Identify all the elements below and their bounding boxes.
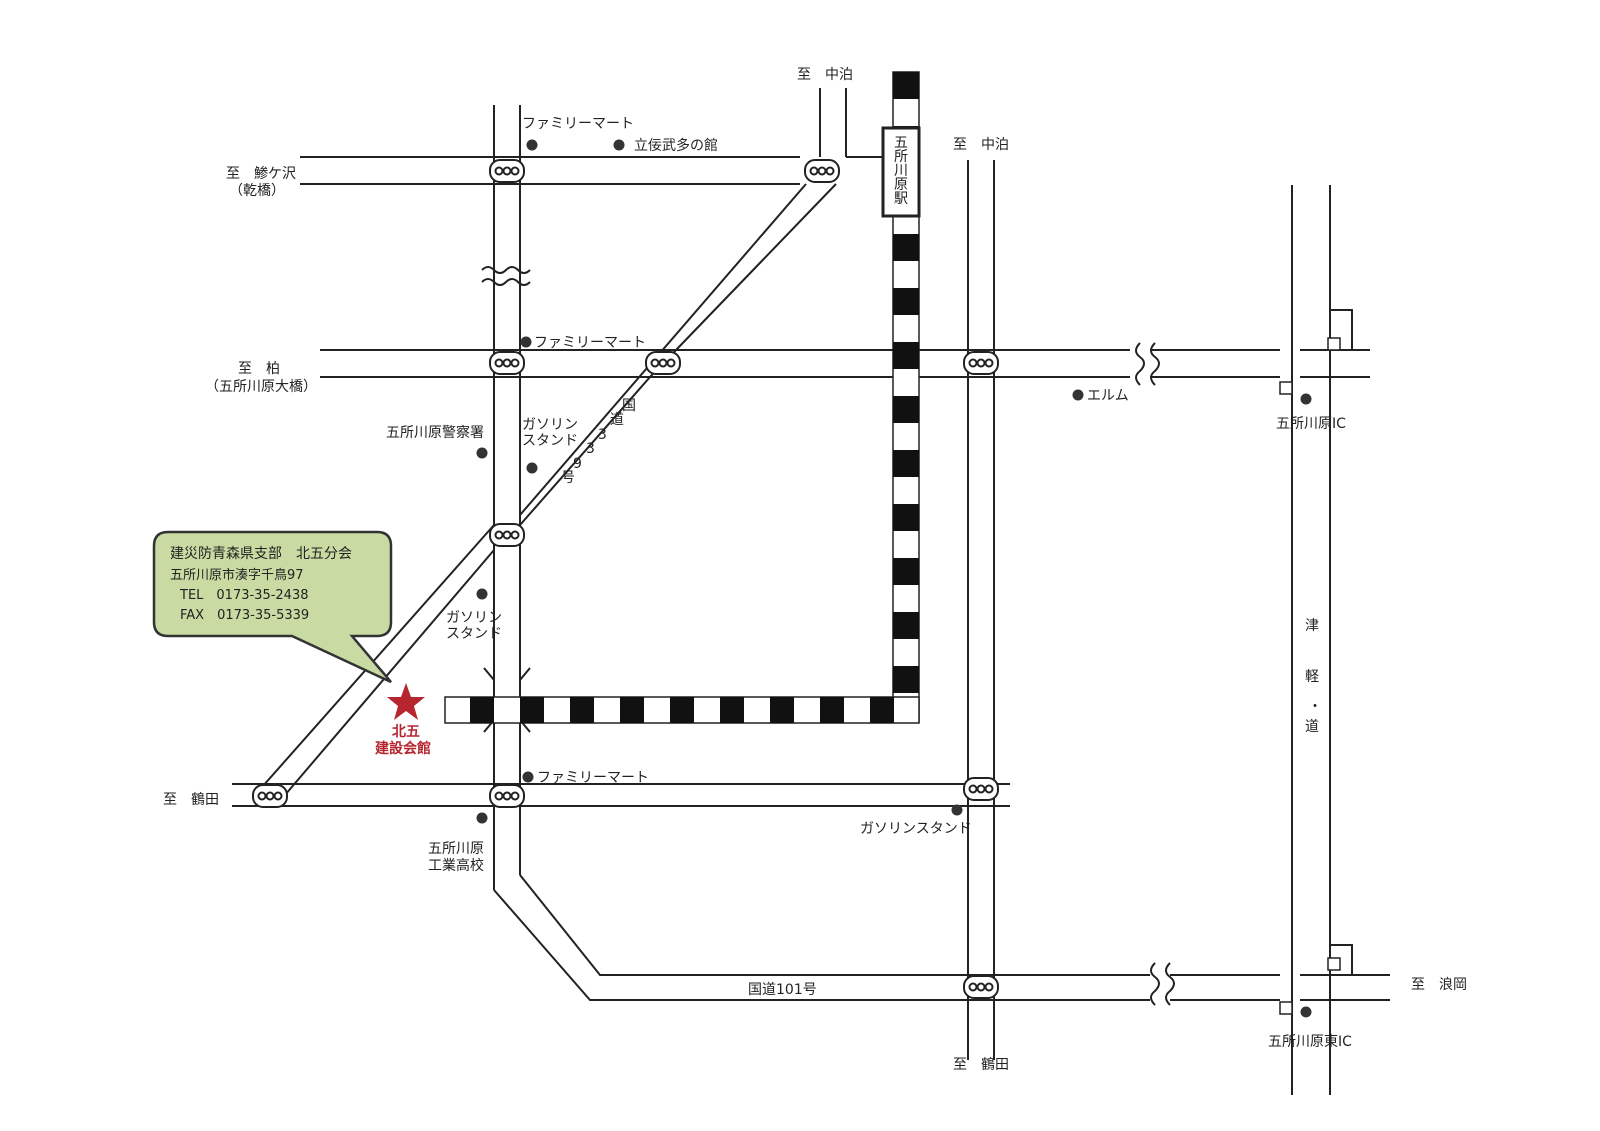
- station-box: 五 所 川 原 駅: [881, 126, 921, 218]
- tsugaru-char-3: ・: [1308, 699, 1322, 715]
- route339-char-5: 9: [573, 456, 582, 472]
- label-tachineputa: 立佞武多の館: [634, 137, 718, 154]
- gas-3-marker: [951, 804, 963, 816]
- dest-tsuruta-1: 至 鶴田: [163, 791, 219, 808]
- label-gas-1-line1: ガソリン: [522, 417, 578, 433]
- label-familymart-3: ファミリーマート: [537, 770, 649, 786]
- label-familymart-2: ファミリーマート: [534, 335, 646, 351]
- rail-segment: [620, 697, 644, 723]
- label-gas-1-line2: スタンド: [522, 433, 578, 449]
- traffic-signal-icon: [804, 159, 840, 183]
- dest-ajigasawa-sub: （乾橋）: [229, 183, 285, 199]
- tachineputa-marker: [613, 139, 625, 151]
- labels: 至 鯵ケ沢 （乾橋） 至 柏 （五所川原大橋） 至 中泊 至 中泊 至 鶴田 至…: [163, 67, 1467, 1073]
- dest-tsuruta-2: 至 鶴田: [953, 1056, 1009, 1073]
- callout-address: 五所川原市湊字千鳥97: [170, 567, 304, 583]
- traffic-signals: [252, 159, 999, 999]
- label-route101: 国道101号: [748, 982, 817, 998]
- station-char-3: 川: [894, 163, 908, 179]
- roads: [232, 88, 1390, 1095]
- ic-2-marker: [1300, 1006, 1312, 1018]
- label-gas-3: ガソリンスタンド: [860, 821, 972, 837]
- police-marker: [476, 447, 488, 459]
- dest-kashiwa: 至 柏: [238, 361, 280, 377]
- traffic-signal-icon: [963, 975, 999, 999]
- rail-segment: [870, 697, 894, 723]
- tsugaru-char-4: 道: [1305, 719, 1319, 735]
- ic-1-marker: [1300, 393, 1312, 405]
- rail-segment: [893, 504, 919, 531]
- target-label-line2: 建設会館: [375, 740, 431, 757]
- label-gas-2-line2: スタンド: [446, 626, 502, 642]
- tsugaru-char-2: 軽: [1305, 669, 1319, 685]
- gas-2-marker: [476, 588, 488, 600]
- route339-char-6: 号: [561, 470, 575, 486]
- traffic-signal-icon: [489, 784, 525, 808]
- traffic-signal-icon: [252, 784, 288, 808]
- label-school-line1: 五所川原: [428, 841, 484, 857]
- rail-segment: [770, 697, 794, 723]
- dest-nakadomari-2: 至 中泊: [953, 137, 1009, 153]
- callout-fax: FAX 0173-35-5339: [180, 608, 309, 623]
- label-police: 五所川原警察署: [386, 424, 484, 441]
- rail-segment: [893, 666, 919, 693]
- tsugaru-char-1: 津: [1305, 618, 1319, 634]
- callout-tel: TEL 0173-35-2438: [179, 588, 309, 603]
- label-ic-1: 五所川原IC: [1276, 416, 1346, 432]
- dest-nakadomari-1: 至 中泊: [797, 67, 853, 83]
- target-building: 北五 建設会館: [375, 683, 431, 757]
- school-marker: [476, 812, 488, 824]
- traffic-signal-icon: [963, 777, 999, 801]
- familymart-3-marker: [522, 771, 534, 783]
- elm-marker: [1072, 389, 1084, 401]
- dest-ajigasawa: 至 鯵ケ沢: [226, 166, 296, 182]
- rail-segment: [893, 396, 919, 423]
- rail-segment: [893, 342, 919, 369]
- label-gas-2-line1: ガソリン: [446, 610, 502, 626]
- rail-segment: [820, 697, 844, 723]
- station-char-2: 所: [894, 149, 908, 165]
- label-familymart-1: ファミリーマート: [522, 116, 634, 132]
- rail-segment: [893, 234, 919, 261]
- dest-namioka: 至 浪岡: [1411, 977, 1467, 993]
- familymart-2-marker: [520, 336, 532, 348]
- label-school-line2: 工業高校: [428, 857, 484, 874]
- traffic-signal-icon: [489, 159, 525, 183]
- rail-segment: [520, 697, 544, 723]
- label-elm: エルム: [1087, 388, 1129, 404]
- target-label-line1: 北五: [392, 724, 420, 740]
- rail-segment: [893, 72, 919, 99]
- route339-char-2: 道: [610, 412, 624, 428]
- station-char-4: 原: [894, 177, 908, 193]
- star-marker: [387, 683, 425, 720]
- traffic-signal-icon: [963, 351, 999, 375]
- route339-char-3: 3: [598, 427, 607, 443]
- dest-kashiwa-sub: （五所川原大橋）: [205, 379, 317, 395]
- station-char-1: 五: [894, 135, 908, 151]
- traffic-signal-icon: [645, 351, 681, 375]
- label-ic-2: 五所川原東IC: [1268, 1034, 1352, 1050]
- route339-char-1: 国: [622, 398, 636, 414]
- station-char-5: 駅: [894, 191, 908, 207]
- rail-segment: [893, 450, 919, 477]
- rail-segment: [720, 697, 744, 723]
- familymart-1-marker: [526, 139, 538, 151]
- gas-1-marker: [526, 462, 538, 474]
- rail-segment: [670, 697, 694, 723]
- rail-segment: [893, 288, 919, 315]
- rail-segment: [570, 697, 594, 723]
- rail-segment: [470, 697, 494, 723]
- route339-char-4: 3: [586, 441, 595, 457]
- place-markers: [476, 139, 1312, 1018]
- traffic-signal-icon: [489, 523, 525, 547]
- traffic-signal-icon: [489, 351, 525, 375]
- rail-segment: [893, 612, 919, 639]
- info-callout: 建災防青森県支部 北五分会 五所川原市湊字千鳥97 TEL 0173-35-24…: [152, 530, 393, 684]
- callout-org: 建災防青森県支部 北五分会: [170, 546, 352, 562]
- rail-segment: [893, 558, 919, 585]
